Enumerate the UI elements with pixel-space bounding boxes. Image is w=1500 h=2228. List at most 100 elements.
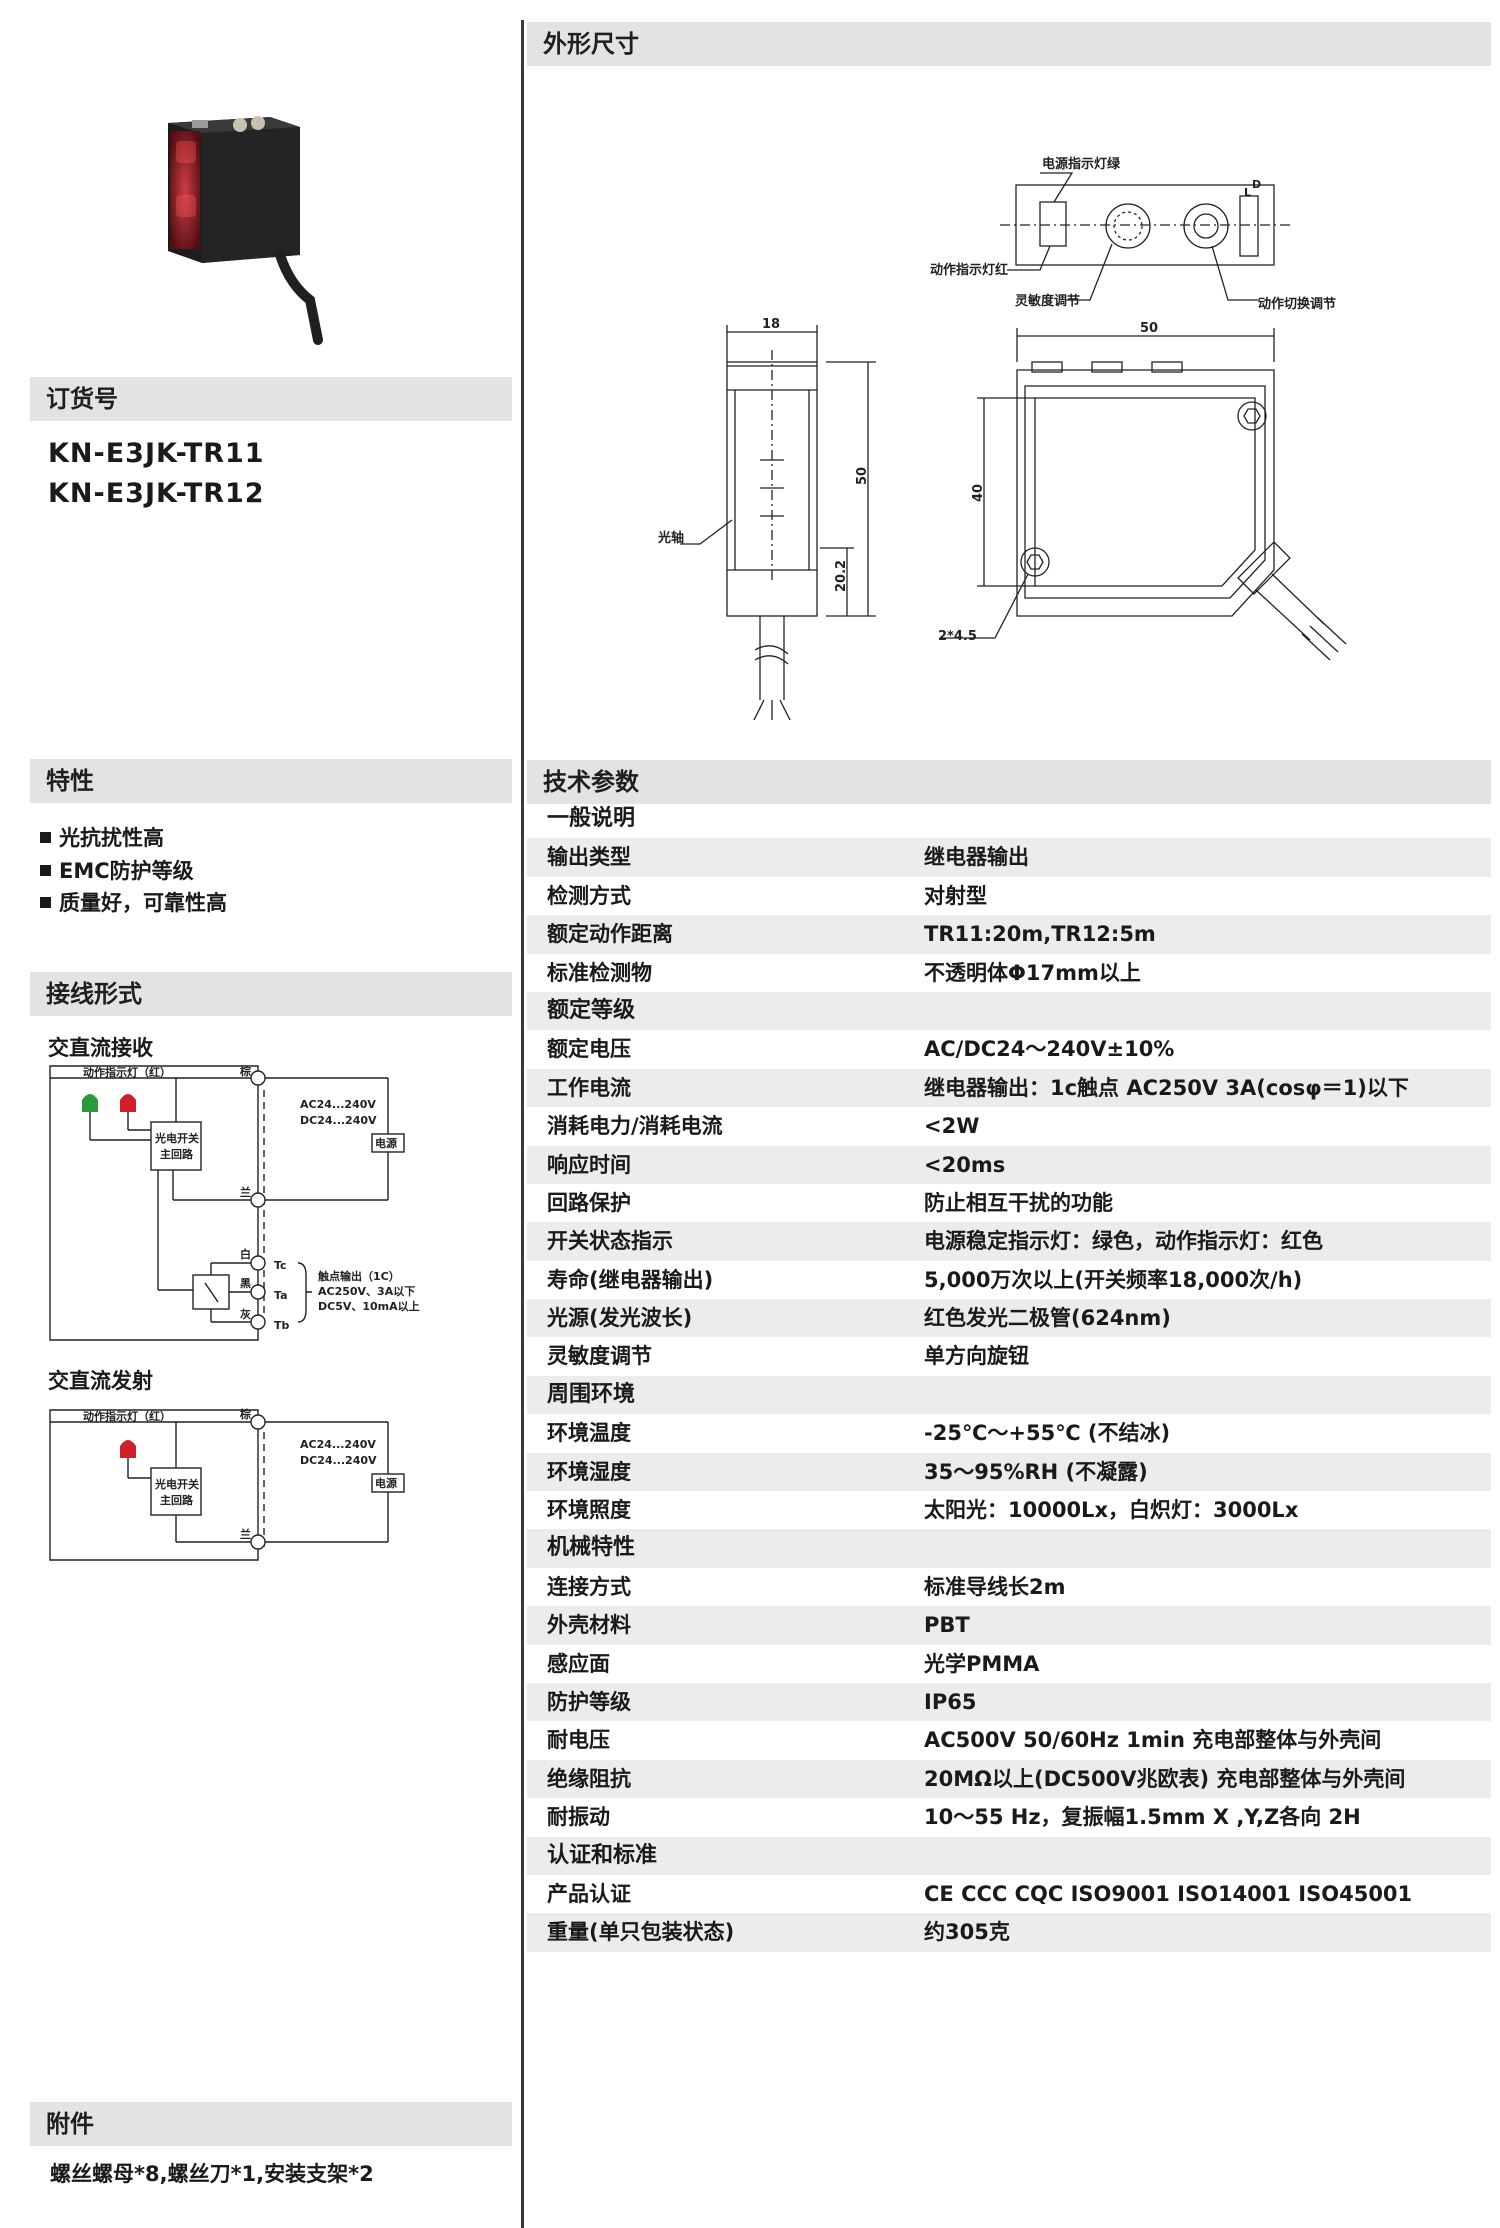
spec-row: 外壳材料 PBT bbox=[527, 1606, 1491, 1645]
spec-label: 耐振动 bbox=[547, 1805, 610, 1830]
spec-label: 额定等级 bbox=[547, 997, 636, 1023]
circuit-label: 光电开关 bbox=[154, 1477, 199, 1491]
spec-label: 产品认证 bbox=[547, 1881, 631, 1906]
receiver-wiring-diagram: 动作指示灯（红） 光电开关 主回路 棕 兰 白 黑 灰 AC24...240V … bbox=[49, 1064, 420, 1341]
spec-value: 太阳光：10000Lx，白炽灯：3000Lx bbox=[924, 1498, 1299, 1523]
bullet-square-icon bbox=[40, 865, 51, 876]
spec-value: 20MΩ以上(DC500V兆欧表) 充电部整体与外壳间 bbox=[924, 1766, 1406, 1791]
spec-value: AC/DC24～240V±10% bbox=[924, 1037, 1175, 1062]
feature-item: 光抗扰性高 bbox=[40, 822, 164, 852]
accessories-text: 螺丝螺母*8,螺丝刀*1,安装支架*2 bbox=[50, 2162, 374, 2186]
spec-value: <2W bbox=[924, 1114, 980, 1139]
spec-value: AC500V 50/60Hz 1min 充电部整体与外壳间 bbox=[924, 1728, 1382, 1753]
spec-category-row: 额定等级 bbox=[527, 991, 1491, 1031]
optical-axis-label: 光轴 bbox=[657, 530, 684, 546]
action-led-label: 动作指示灯红 bbox=[930, 262, 1008, 278]
wire-label: 棕 bbox=[239, 1407, 251, 1421]
dimension-value: 50 bbox=[1140, 321, 1158, 336]
feature-text: 质量好，可靠性高 bbox=[59, 891, 227, 915]
dimension-value: 40 bbox=[971, 484, 986, 502]
spec-row: 环境照度太阳光：10000Lx，白炽灯：3000Lx bbox=[527, 1491, 1491, 1529]
spec-value: PBT bbox=[924, 1613, 970, 1638]
features-section-header: 特性 bbox=[30, 759, 512, 803]
bullet-square-icon bbox=[40, 832, 51, 843]
wire-label: 黑 bbox=[240, 1277, 251, 1290]
supply-label: DC24...240V bbox=[300, 1454, 377, 1467]
spec-row: 重量(单只包装状态)约305克 bbox=[527, 1913, 1491, 1952]
supply-label: AC24...240V bbox=[300, 1098, 376, 1111]
spec-value: 继电器输出 bbox=[924, 845, 1029, 870]
spec-row: 响应时间<20ms bbox=[527, 1145, 1491, 1184]
product-photo bbox=[168, 116, 323, 345]
spec-value: 10～55 Hz，复振幅1.5mm X ,Y,Z各向 2H bbox=[924, 1805, 1361, 1830]
spec-value: 35～95%RH (不凝露) bbox=[924, 1459, 1148, 1484]
spec-label: 绝缘阻抗 bbox=[547, 1766, 631, 1791]
feature-item: EMC防护等级 bbox=[40, 855, 194, 885]
contact-label: DC5V、10mA以上 bbox=[318, 1299, 420, 1313]
feature-text: EMC防护等级 bbox=[59, 859, 194, 883]
power-label: 电源 bbox=[375, 1476, 397, 1490]
green-led-icon bbox=[82, 1094, 98, 1112]
spec-label: 一般说明 bbox=[547, 806, 636, 831]
spec-row: 感应面光学PMMA bbox=[527, 1645, 1491, 1683]
red-led-icon bbox=[120, 1094, 136, 1112]
spec-label: 标准检测物 bbox=[547, 960, 652, 985]
spec-category-row: 一般说明 bbox=[527, 800, 1491, 838]
spec-label: 额定动作距离 bbox=[547, 922, 673, 947]
indicator-label: 动作指示灯（红） bbox=[83, 1065, 171, 1079]
spec-value: 电源稳定指示灯：绿色，动作指示灯：红色 bbox=[924, 1229, 1323, 1254]
column-divider bbox=[521, 20, 524, 2228]
spec-value: 标准导线长2m bbox=[924, 1574, 1066, 1599]
spec-value: 光学PMMA bbox=[924, 1651, 1040, 1676]
wire-label: 灰 bbox=[240, 1307, 251, 1321]
spec-category-row: 周围环境 bbox=[527, 1375, 1491, 1415]
spec-label: 外壳材料 bbox=[547, 1613, 631, 1638]
spec-value: CE CCC CQC ISO9001 ISO14001 ISO45001 bbox=[924, 1881, 1413, 1906]
spec-row: 环境湿度 35～95%RH (不凝露) bbox=[527, 1452, 1491, 1492]
terminal-label: Ta bbox=[274, 1289, 288, 1302]
spec-label: 灵敏度调节 bbox=[547, 1344, 652, 1369]
spec-row: 光源(发光波长)红色发光二极管(624nm) bbox=[527, 1299, 1491, 1338]
model-number-2: KN-E3JK-TR12 bbox=[48, 478, 265, 509]
supply-label: DC24...240V bbox=[300, 1114, 377, 1127]
terminal-label: Tb bbox=[274, 1319, 290, 1332]
spec-label: 环境温度 bbox=[547, 1421, 631, 1446]
power-led-label: 电源指示灯绿 bbox=[1042, 156, 1121, 172]
spec-value: <20ms bbox=[924, 1152, 1006, 1177]
dimensions-section-header: 外形尺寸 bbox=[527, 22, 1491, 66]
mode-mark-d: D bbox=[1252, 178, 1261, 191]
indicator-label: 动作指示灯（红） bbox=[83, 1409, 171, 1423]
spec-value: 继电器输出：1c触点 AC250V 3A(cosφ＝1)以下 bbox=[924, 1075, 1409, 1100]
spec-row: 耐电压 AC500V 50/60Hz 1min 充电部整体与外壳间 bbox=[527, 1721, 1491, 1759]
spec-label: 额定电压 bbox=[547, 1037, 631, 1062]
supply-label: AC24...240V bbox=[300, 1438, 376, 1451]
feature-text: 光抗扰性高 bbox=[59, 826, 164, 850]
spec-label: 耐电压 bbox=[547, 1728, 610, 1753]
spec-label: 消耗电力/消耗电流 bbox=[547, 1114, 723, 1139]
spec-value: 约305克 bbox=[924, 1920, 1010, 1945]
feature-item: 质量好，可靠性高 bbox=[40, 887, 227, 917]
power-label: 电源 bbox=[375, 1136, 397, 1150]
emitter-wiring-diagram: 动作指示灯（红） 光电开关 主回路 棕 兰 AC24...240V DC24..… bbox=[49, 1407, 405, 1561]
spec-row: 检测方式对射型 bbox=[527, 877, 1491, 915]
dimension-value: 20.2 bbox=[834, 560, 849, 592]
contact-label: 触点输出（1C） bbox=[317, 1269, 400, 1283]
spec-row: 消耗电力/消耗电流 <2W bbox=[527, 1107, 1491, 1145]
spec-label: 寿命(继电器输出) bbox=[547, 1267, 714, 1292]
wire-label: 棕 bbox=[239, 1064, 251, 1078]
spec-label: 输出类型 bbox=[547, 845, 631, 870]
spec-value: -25℃～+55℃ (不结冰) bbox=[924, 1421, 1171, 1446]
spec-label: 开关状态指示 bbox=[547, 1229, 673, 1254]
accessories-section-header: 附件 bbox=[30, 2102, 512, 2146]
spec-row: 灵敏度调节单方向旋钮 bbox=[527, 1337, 1491, 1375]
spec-label: 认证和标准 bbox=[547, 1842, 658, 1868]
spec-value: 对射型 bbox=[924, 883, 987, 908]
spec-row: 额定电压 AC/DC24～240V±10% bbox=[527, 1030, 1491, 1068]
model-number-1: KN-E3JK-TR11 bbox=[48, 438, 265, 469]
spec-category-row: 认证和标准 bbox=[527, 1836, 1491, 1875]
spec-label: 工作电流 bbox=[547, 1075, 631, 1100]
sensitivity-label: 灵敏度调节 bbox=[1015, 293, 1080, 309]
spec-label: 环境湿度 bbox=[547, 1459, 631, 1484]
